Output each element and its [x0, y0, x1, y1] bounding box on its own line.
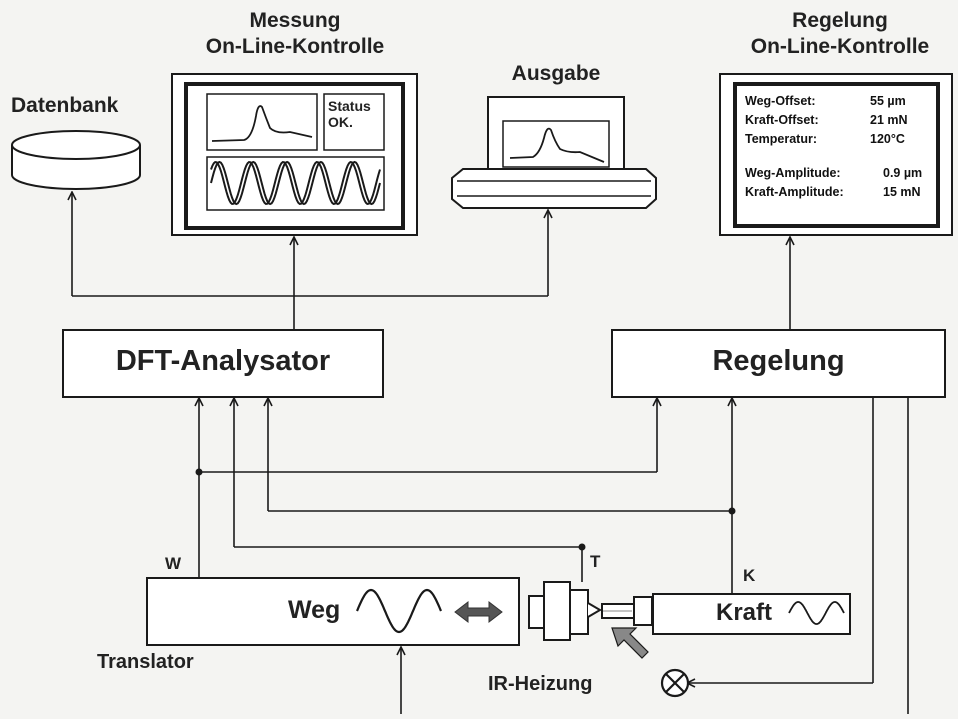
database-icon	[11, 130, 141, 190]
weg-sine-icon	[355, 588, 443, 634]
regelung-title: Regelung On-Line-Kontrolle	[722, 8, 958, 60]
dual-sine-curve	[210, 160, 381, 206]
ausgabe-label: Ausgabe	[511, 62, 601, 85]
messung-title: Messung On-Line-Kontrolle	[180, 8, 410, 60]
dft-analysator-label: DFT-Analysator	[115, 345, 331, 377]
dft-analysator-box	[62, 329, 384, 398]
kraft-box	[652, 593, 851, 635]
peak-plot-window	[206, 93, 318, 151]
regelung-label: Regelung	[712, 345, 845, 377]
messung-title-line1: Messung	[249, 9, 341, 32]
param-value: 0.9 µm	[883, 166, 923, 180]
translator-label: Translator	[97, 651, 194, 673]
regelung-title-line2: On-Line-Kontrolle	[750, 35, 930, 58]
peak-curve	[211, 105, 313, 142]
double-arrow-icon	[454, 600, 503, 624]
param-value: 120°C	[870, 132, 905, 146]
junction-dot	[728, 507, 736, 515]
dual-sine-curve	[210, 161, 381, 205]
junction-dot	[195, 468, 203, 476]
param-label: Temperatur:	[745, 132, 818, 146]
messung-title-line2: On-Line-Kontrolle	[205, 35, 385, 58]
messung-monitor	[171, 73, 418, 236]
kraft-sine-icon	[788, 601, 845, 625]
param-label: Weg-Amplitude:	[745, 166, 841, 180]
status-window	[323, 93, 385, 151]
ir-radiation-arrow-icon	[611, 627, 649, 659]
param-value: 21 mN	[870, 113, 908, 127]
regelung-box	[611, 329, 946, 398]
ir-lamp-icon	[660, 668, 690, 698]
status-line1: Status	[328, 98, 371, 114]
signal-k-label: K	[743, 566, 756, 585]
status-line2: OK.	[328, 114, 353, 130]
printer-icon	[451, 96, 657, 209]
junction-dot	[578, 543, 586, 551]
kraft-label: Kraft	[716, 599, 773, 626]
param-label: Weg-Offset:	[745, 94, 816, 108]
weg-label: Weg	[288, 596, 341, 624]
signal-connections	[199, 397, 909, 714]
output-connections	[72, 193, 790, 330]
signal-w-label: W	[165, 554, 182, 573]
param-label: Kraft-Amplitude:	[745, 185, 844, 199]
status-text: Status OK.	[328, 98, 371, 130]
sample-tip	[587, 602, 602, 618]
datenbank-label: Datenbank	[11, 94, 119, 117]
sample-holder	[528, 581, 589, 641]
ir-heizung-label: IR-Heizung	[488, 673, 593, 695]
param-label: Kraft-Offset:	[745, 113, 819, 127]
param-value: 15 mN	[883, 185, 921, 199]
signal-t-label: T	[590, 552, 601, 571]
regelung-title-line1: Regelung	[792, 9, 888, 32]
param-value: 55 µm	[870, 94, 906, 108]
regelung-monitor	[719, 73, 953, 236]
